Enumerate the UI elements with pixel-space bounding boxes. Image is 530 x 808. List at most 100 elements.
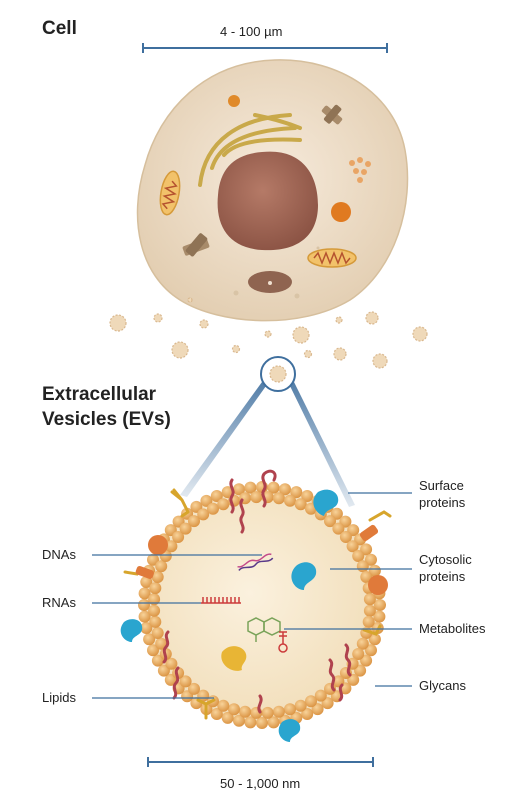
lipid-bead — [239, 705, 252, 718]
metabolite-ring — [247, 617, 281, 642]
metabolite-trna — [278, 631, 288, 653]
lipid-bead — [362, 615, 375, 628]
lipid-bead — [147, 644, 159, 657]
lipid-bead — [179, 522, 192, 535]
label-lipids: Lipids — [42, 690, 76, 705]
cell — [136, 59, 409, 322]
lipid-bead — [360, 571, 373, 583]
lipid-bead — [374, 599, 386, 611]
centriole — [321, 104, 343, 125]
lipid-bead — [356, 560, 369, 573]
cytosolic-protein-yellow — [221, 646, 247, 671]
lipid-bead — [140, 622, 153, 634]
lipid-bead — [272, 705, 285, 718]
lipid-bead — [365, 644, 377, 657]
lipid-bead — [233, 483, 245, 496]
lipid-bead — [261, 706, 274, 719]
lipid-bead — [311, 703, 324, 716]
label-cytosolic-proteins: Cytosolic proteins — [419, 551, 472, 585]
cell-scale-label: 4 - 100 µm — [220, 24, 283, 39]
lipid-bead — [138, 599, 150, 611]
lipid-bead — [314, 689, 327, 702]
lipid-bead — [294, 699, 307, 712]
lipid-bead — [172, 531, 185, 543]
lipid-bead — [197, 508, 210, 521]
ev-scale-bar — [147, 757, 374, 767]
lipid-bead — [305, 695, 317, 708]
lipid-bead — [244, 716, 257, 729]
lipid-bead — [356, 637, 369, 650]
lipid-bead — [151, 627, 164, 639]
label-cytosolic-line2: proteins — [419, 569, 466, 584]
lipid-bead — [148, 604, 161, 617]
lipid-bead — [339, 531, 352, 543]
peroxisome — [331, 202, 351, 222]
lipid-bead — [346, 540, 359, 553]
lipid-bead — [324, 515, 336, 528]
vesicle-lumen — [144, 487, 380, 723]
ev-heading: Extracellular Vesicles (EVs) — [42, 382, 171, 432]
lipid-bead — [151, 654, 164, 667]
lipid-bead — [155, 637, 168, 650]
mitochondrion — [159, 170, 181, 216]
lipid-bead — [143, 633, 156, 646]
magnifier — [180, 356, 355, 507]
lipid-bead — [256, 717, 268, 729]
ev-scale-label: 50 - 1,000 nm — [220, 776, 301, 791]
lipid-bead — [147, 553, 159, 566]
lipid-bead — [352, 648, 365, 660]
lipid-bead — [200, 494, 213, 507]
lipid-bead — [165, 540, 178, 553]
lipid-bead — [368, 564, 381, 577]
surface-protein — [162, 469, 352, 714]
lipid-bead — [363, 593, 376, 606]
lipid-bead — [149, 582, 162, 595]
lipid-bead — [207, 502, 219, 515]
lipid-bead — [279, 483, 291, 496]
lipid-bead — [294, 498, 307, 511]
lipid-bead — [179, 675, 192, 688]
ev-heading-line1: Extracellular — [42, 384, 157, 405]
lipid-bead — [188, 682, 200, 695]
dna-strand — [237, 553, 274, 571]
label-rnas: RNAs — [42, 595, 76, 610]
cytosolic-protein — [291, 562, 317, 590]
lysosome — [228, 95, 240, 107]
rna-strand — [201, 597, 241, 604]
lipid-bead — [151, 571, 164, 583]
lipid-bead — [233, 714, 245, 727]
lipid-bead — [284, 703, 296, 716]
label-surface-line2: proteins — [419, 495, 466, 510]
label-dnas: DNAs — [42, 547, 76, 562]
lipid-bead — [217, 498, 230, 511]
lipid-bead — [272, 492, 285, 505]
released-vesicles — [109, 297, 428, 369]
lipid-bead — [210, 708, 223, 720]
lipid-bead — [284, 494, 296, 507]
label-surface-line1: Surface — [419, 478, 464, 493]
mitochondrion — [307, 248, 357, 268]
lipid-bead — [149, 615, 162, 628]
lipid-bead — [267, 716, 280, 729]
lipid-bead — [228, 703, 240, 716]
golgi-apparatus — [198, 113, 302, 187]
lipid-bead — [360, 654, 373, 667]
ev-heading-line2: Vesicles (EVs) — [42, 409, 171, 430]
lipid-bead — [140, 576, 153, 588]
label-cytosolic-line1: Cytosolic — [419, 552, 472, 567]
lipid-bead — [210, 490, 223, 502]
lipid-bead — [301, 708, 314, 720]
lipid-bead — [244, 481, 257, 494]
lipid-bead — [368, 633, 381, 646]
leader-lines — [92, 492, 412, 699]
lipid-bead — [352, 550, 365, 562]
cell-scale-bar — [142, 43, 388, 53]
label-metabolites: Metabolites — [419, 621, 486, 636]
lipid-bead — [221, 486, 234, 499]
lipid-bead — [365, 553, 377, 566]
centriole — [182, 233, 210, 257]
label-glycans: Glycans — [419, 678, 466, 693]
lipid-bead — [221, 711, 234, 724]
lipid-bead — [301, 490, 314, 502]
